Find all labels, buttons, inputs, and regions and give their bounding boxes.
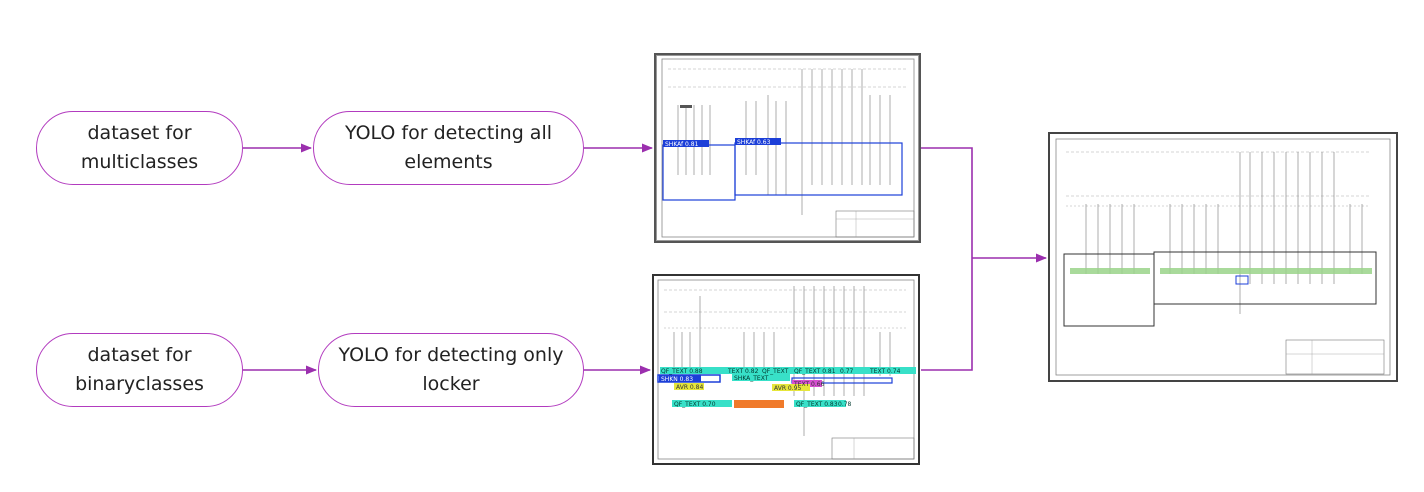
detection-label: SHKN 0.83 bbox=[661, 376, 693, 383]
detection-label: 0.77 bbox=[840, 368, 854, 375]
schematic-drawing: SHKAf 0.81 SHKAf 0.63 bbox=[661, 58, 915, 238]
detection-box bbox=[734, 142, 903, 196]
detection-label: AVR 0.95 bbox=[774, 385, 801, 392]
yolo-locker-node: YOLO for detecting only locker bbox=[318, 333, 584, 407]
dataset-multiclasses-node: dataset for multiclasses bbox=[36, 111, 243, 185]
detection-label: 0.78 bbox=[838, 401, 852, 408]
detection-label: TEXT 0.66 bbox=[793, 381, 825, 388]
merged-result-image bbox=[1048, 132, 1398, 382]
yolo-all-elements-node: YOLO for detecting all elements bbox=[313, 111, 584, 185]
schematic-drawing bbox=[1055, 138, 1391, 376]
detection-label: QF_TEXT 0.83 bbox=[796, 401, 838, 408]
dataset-binaryclasses-node: dataset for binaryclasses bbox=[36, 333, 243, 407]
detection-label: SHKA_TEXT bbox=[734, 375, 769, 382]
schematic-drawing: QF_TEXT 0.88 TEXT 0.82 QF_TEXT QF_TEXT 0… bbox=[657, 279, 916, 460]
detection-label: QF_TEXT 0.70 bbox=[674, 401, 716, 408]
detection-result-locker-image: QF_TEXT 0.88 TEXT 0.82 QF_TEXT QF_TEXT 0… bbox=[652, 274, 920, 465]
detection-result-multiclass-image: SHKAf 0.81 SHKAf 0.63 bbox=[654, 53, 921, 243]
detection-label: QF_TEXT 0.81 bbox=[794, 368, 836, 375]
detection-label: TEXT 0.74 bbox=[869, 368, 901, 375]
detection-label: TEXT 0.82 bbox=[727, 368, 759, 375]
detection-label: QF_TEXT bbox=[762, 368, 789, 375]
detection-box bbox=[662, 144, 736, 201]
detection-label: QF_TEXT 0.88 bbox=[661, 368, 703, 375]
detection-label: SHKAf 0.81 bbox=[665, 141, 699, 148]
arrow-merge-to-result bbox=[921, 147, 973, 371]
detection-label: AVR 0.84 bbox=[676, 384, 703, 391]
detection-label: SHKAf 0.63 bbox=[737, 139, 771, 146]
